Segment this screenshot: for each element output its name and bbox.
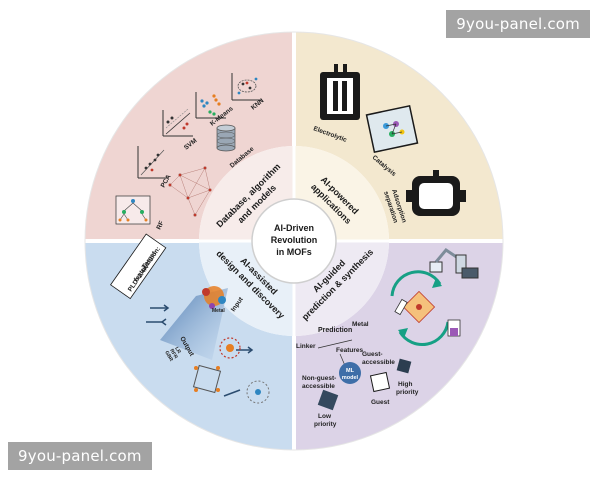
- pca-plot-icon: [137, 146, 168, 179]
- label-metal-br: Metal: [352, 321, 369, 328]
- label-high-line2: priority: [396, 389, 419, 396]
- ml-model-line2: model: [342, 375, 359, 381]
- framework-structure-1: [219, 337, 241, 359]
- flask-icon: [394, 298, 408, 316]
- center-line3: in MOFs: [276, 247, 312, 257]
- label-nonguest-line2: accessible: [302, 383, 335, 390]
- robot-arm-icon: [429, 248, 479, 279]
- svm-plot-icon: [162, 108, 193, 137]
- label-rfr: RFR: [168, 348, 179, 360]
- label-guestacc-line2: accessible: [362, 359, 395, 366]
- rf-tree-icon: [115, 195, 151, 225]
- label-high-line1: High: [398, 381, 412, 388]
- center-line2: Revolution: [271, 235, 318, 245]
- network-icon: [168, 166, 212, 217]
- arrows-icon: [146, 304, 254, 397]
- label-low-line1: Low: [318, 413, 332, 420]
- lab-tube-icon: [447, 319, 461, 337]
- catalysis-icon: [365, 104, 419, 154]
- kmeans-plot-icon: [195, 92, 226, 119]
- ml-model-icon: ML model: [339, 362, 361, 384]
- label-features: Features: [336, 347, 363, 354]
- adsorption-tank-icon: [406, 170, 466, 216]
- mof-crystal-icon: [402, 290, 436, 324]
- label-metal-bl: Metal: [212, 308, 225, 314]
- target-box: [110, 233, 167, 300]
- label-lr: LR: [173, 346, 182, 355]
- bottom-right-illustrations: Prediction Metal Linker Features ML mode…: [296, 248, 479, 428]
- framework-structure-2: [192, 364, 222, 394]
- center-circle: [251, 198, 337, 284]
- database-icon: [216, 124, 236, 152]
- watermark-top: 9you-panel.com: [446, 10, 590, 38]
- center-line1: AI-Driven: [274, 223, 314, 233]
- label-gbr: GBR: [163, 350, 174, 363]
- label-low-line2: priority: [314, 421, 337, 428]
- mof-cluster-icon: [202, 286, 226, 309]
- guest-cube-icon: [369, 371, 391, 393]
- label-guestacc-line1: Guest-: [362, 351, 383, 358]
- outer-rim: [84, 31, 504, 451]
- bottom-left-illustrations: Target featurization: PLD>2.4Å Input Met…: [110, 233, 270, 404]
- label-rf: RF: [155, 220, 165, 231]
- framework-structure-3: [246, 380, 270, 404]
- label-linker: Linker: [296, 343, 316, 350]
- label-prediction: Prediction: [318, 327, 352, 334]
- watermark-bottom: 9you-panel.com: [8, 442, 152, 470]
- knn-plot-icon: [231, 73, 262, 101]
- low-priority-icon: [317, 389, 339, 411]
- high-priority-icon: [396, 358, 412, 374]
- electrolytic-cell-icon: [320, 64, 360, 120]
- cycle-arrows-icon: [390, 270, 450, 346]
- label-guest: Guest: [371, 399, 390, 406]
- ml-model-line1: ML: [346, 368, 355, 374]
- label-nonguest-line1: Non-guest-: [302, 375, 336, 382]
